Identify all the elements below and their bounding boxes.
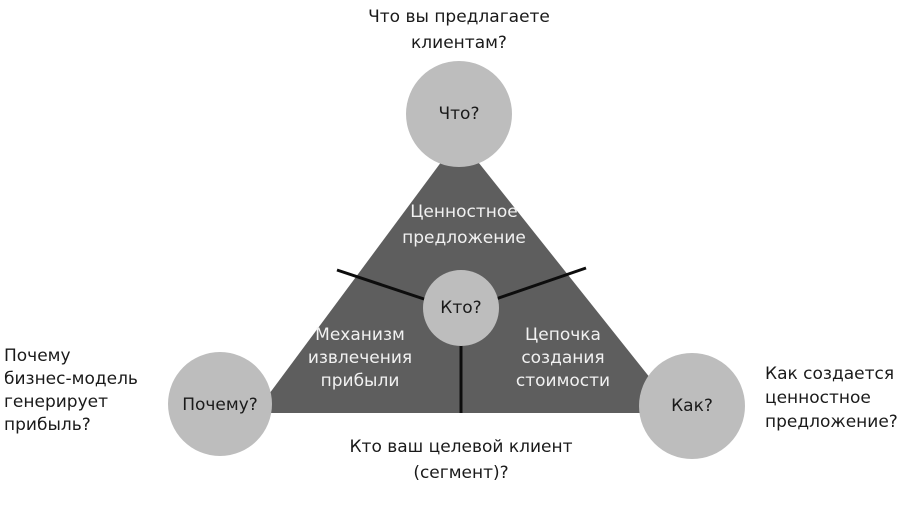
segment-value-proposition: Ценностное предложение <box>402 202 526 248</box>
segment-profit-mechanism: Механизм извлечения прибыли <box>307 325 413 391</box>
circle-right <box>639 353 745 459</box>
circle-label-why: Почему? <box>182 395 258 415</box>
circle-label-how: Как? <box>671 396 713 416</box>
circle-label-who: Кто? <box>440 298 482 318</box>
circle-top <box>406 61 512 167</box>
circle-label-what: Что? <box>438 104 480 124</box>
circle-left <box>168 352 272 456</box>
divider-left <box>336 268 431 303</box>
segment-value-chain: Цепочка создания стоимости <box>515 325 611 391</box>
question-bottom: Кто ваш целевой клиент (сегмент)? <box>349 437 573 483</box>
circle-center <box>423 270 499 346</box>
divider-right <box>489 266 587 303</box>
question-top: Что вы предлагаете клиентам? <box>368 7 550 53</box>
question-left: Почему бизнес-модель генерирует прибыль? <box>4 346 138 435</box>
question-right: Как создается ценностное предложение? <box>765 364 898 432</box>
